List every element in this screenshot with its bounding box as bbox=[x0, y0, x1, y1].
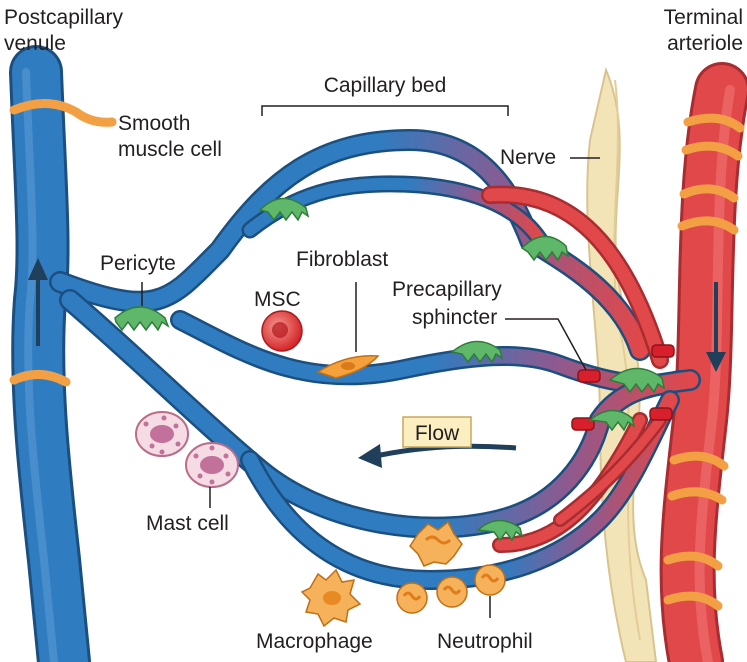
label-smooth-muscle-line2: muscle cell bbox=[118, 138, 222, 161]
neutrophil-3 bbox=[437, 577, 467, 607]
label-msc: MSC bbox=[254, 288, 301, 311]
neutrophil-4 bbox=[475, 565, 505, 595]
sphincter-1 bbox=[578, 370, 600, 382]
postcapillary-venule bbox=[14, 72, 112, 662]
label-fibroblast: Fibroblast bbox=[296, 248, 388, 271]
label-mast-cell: Mast cell bbox=[146, 512, 229, 535]
label-macrophage: Macrophage bbox=[256, 630, 373, 653]
macrophage-cell bbox=[302, 570, 360, 626]
label-arteriole-line1: Terminal bbox=[664, 6, 743, 29]
label-venule-line2: venule bbox=[4, 32, 66, 55]
msc-cell bbox=[262, 311, 302, 351]
sphincter-2 bbox=[652, 345, 674, 357]
label-smooth-muscle-line1: Smooth bbox=[118, 112, 190, 135]
label-pericyte: Pericyte bbox=[100, 252, 176, 275]
label-neutrophil: Neutrophil bbox=[437, 630, 533, 653]
label-precapillary-line2: sphincter bbox=[412, 306, 497, 329]
capillary-bed-bracket bbox=[262, 106, 508, 116]
neutrophil-2 bbox=[397, 583, 427, 613]
label-capillary-bed: Capillary bed bbox=[324, 74, 447, 97]
nerve bbox=[587, 70, 656, 662]
fibroblast-cell bbox=[318, 282, 378, 378]
label-precapillary-line1: Precapillary bbox=[392, 278, 502, 301]
label-venule-line1: Postcapillary bbox=[4, 6, 124, 29]
mast-cell-2 bbox=[186, 443, 238, 487]
sphincter-4 bbox=[650, 408, 672, 420]
label-flow: Flow bbox=[415, 422, 460, 445]
label-arteriole-line2: arteriole bbox=[667, 32, 743, 55]
mast-cell-1 bbox=[136, 412, 188, 456]
label-nerve: Nerve bbox=[500, 146, 556, 169]
